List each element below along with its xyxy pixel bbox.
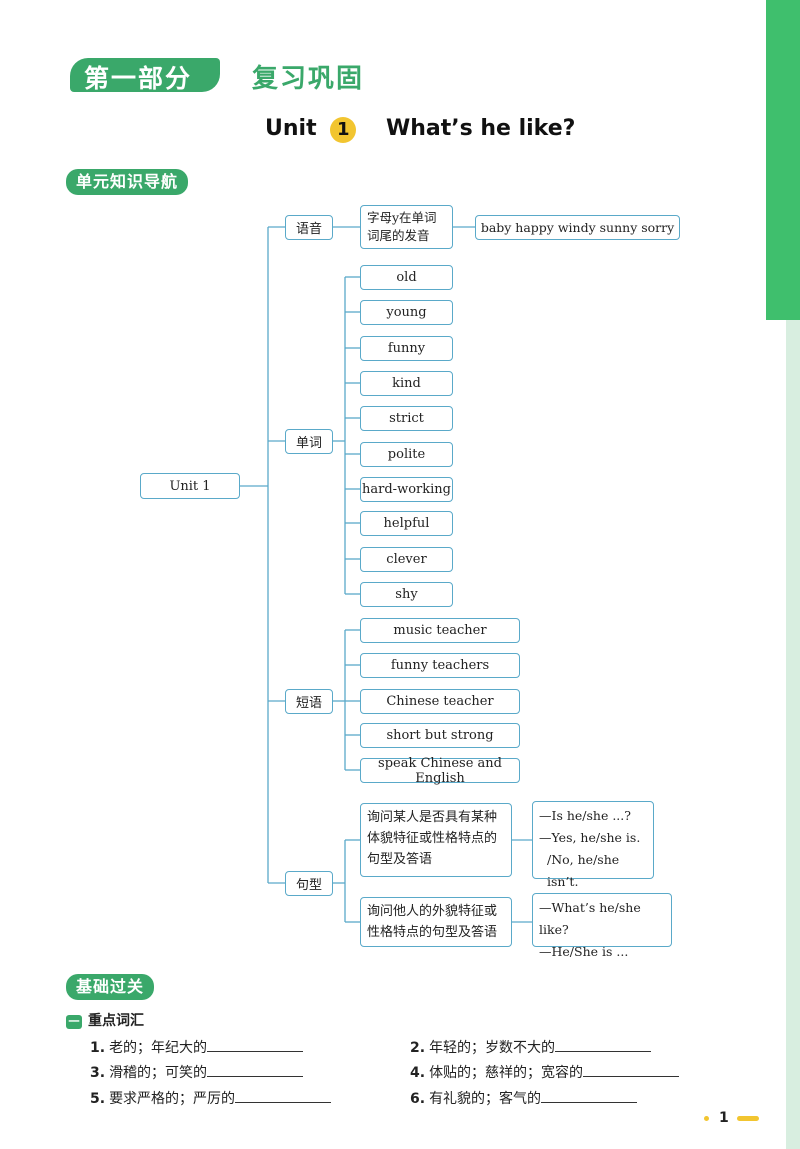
sentence-example-1: —Is he/she ...? —Yes, he/she is. /No, he…	[532, 801, 654, 889]
node-sentences: 句型	[285, 871, 333, 896]
example-line: —Is he/she ...?	[539, 808, 631, 823]
word-item: young	[360, 300, 453, 325]
vocab-question: 1.老的；年纪大的	[90, 1037, 304, 1057]
vocab-question: 3.滑稽的；可笑的	[90, 1062, 304, 1082]
example-line: —What’s he/she like?	[539, 900, 641, 937]
phrase-text: speak Chinese and English	[378, 755, 502, 786]
mindmap-connectors	[240, 226, 532, 923]
example-line: —He/She is ...	[539, 944, 629, 959]
phrase-item: short but strong	[360, 723, 520, 748]
phonics-rule: 字母y在单词词尾的发音	[360, 205, 453, 249]
unit-title: What’s he like?	[385, 116, 576, 141]
node-phonics: 语音	[285, 215, 333, 240]
word-item: kind	[360, 371, 453, 396]
word-item: strict	[360, 406, 453, 431]
vocab-question: 4.体贴的；慈祥的；宽容的	[410, 1062, 680, 1082]
page-bar-icon	[736, 1115, 759, 1121]
node-words: 单词	[285, 429, 333, 454]
phonics-example-words: baby happy windy sunny sorry	[480, 220, 675, 235]
sentence-pattern-2: 询问他人的外貌特征或性格特点的句型及答语	[360, 897, 512, 947]
exercise-section-tag: 基础过关	[66, 974, 155, 1000]
page-number: 1	[704, 1110, 759, 1126]
question-number: 3.	[90, 1065, 106, 1081]
sentence-pattern-1: 询问某人是否具有某种体貌特征或性格特点的句型及答语	[360, 803, 512, 877]
word-text: funny	[387, 341, 426, 356]
word-text: polite	[387, 447, 426, 462]
question-text: 有礼貌的；客气的	[429, 1091, 542, 1107]
word-text: clever	[386, 552, 427, 567]
word-item: old	[360, 265, 453, 290]
sentences-label: 句型	[295, 878, 322, 893]
question-text: 年轻的；岁数不大的	[429, 1040, 556, 1056]
node-phrases: 短语	[285, 689, 333, 714]
word-item: hard-working	[360, 477, 453, 502]
word-text: hard-working	[362, 482, 451, 497]
phrase-item: Chinese teacher	[360, 689, 520, 714]
phonics-label: 语音	[295, 222, 322, 237]
word-item: clever	[360, 547, 453, 572]
vocab-question: 5.要求严格的；严厉的	[90, 1088, 332, 1108]
section-nav-tag: 单元知识导航	[66, 169, 189, 195]
word-item: polite	[360, 442, 453, 467]
word-item: funny	[360, 336, 453, 361]
vocab-question: 6.有礼貌的；客气的	[410, 1088, 638, 1108]
part-label: 第一部分	[84, 64, 193, 93]
page-dot-icon	[704, 1115, 709, 1121]
word-item: helpful	[360, 511, 453, 536]
answer-blank[interactable]	[235, 1090, 332, 1103]
answer-blank[interactable]	[207, 1039, 304, 1052]
page-edge-tab	[766, 0, 800, 320]
word-text: old	[396, 270, 417, 285]
phrase-item: music teacher	[360, 618, 520, 643]
word-text: kind	[392, 376, 421, 391]
question-text: 老的；年纪大的	[109, 1040, 208, 1056]
phrase-item: speak Chinese and English	[360, 755, 520, 786]
question-number: 2.	[410, 1040, 426, 1056]
word-text: young	[386, 305, 427, 320]
sentence-example-2: —What’s he/she like? —He/She is ...	[532, 893, 672, 959]
answer-blank[interactable]	[555, 1039, 652, 1052]
phrase-item: funny teachers	[360, 653, 520, 678]
question-number: 6.	[410, 1091, 426, 1107]
sub-number-mark: 一	[66, 1015, 82, 1029]
part-title: 复习巩固	[252, 64, 365, 94]
unit-number-badge: 1	[330, 117, 357, 143]
mindmap-root: Unit 1	[140, 473, 240, 499]
phrase-text: Chinese teacher	[386, 694, 494, 709]
phrase-text: music teacher	[393, 623, 487, 638]
part-banner: 第一部分	[70, 58, 220, 93]
question-text: 滑稽的；可笑的	[109, 1065, 208, 1081]
words-label: 单词	[295, 436, 322, 451]
word-item: shy	[360, 582, 453, 607]
word-text: shy	[395, 587, 418, 602]
word-text: strict	[389, 411, 424, 426]
question-text: 要求严格的；严厉的	[109, 1091, 236, 1107]
answer-blank[interactable]	[583, 1064, 680, 1077]
question-number: 5.	[90, 1091, 106, 1107]
word-text: helpful	[383, 516, 430, 531]
root-label: Unit 1	[169, 478, 211, 494]
sub-title: 重点词汇	[88, 1013, 144, 1029]
exercise-subheading: 一重点词汇	[66, 1010, 144, 1030]
phrase-text: short but strong	[386, 728, 494, 743]
question-text: 体贴的；慈祥的；宽容的	[429, 1065, 584, 1081]
page-edge-shadow	[786, 320, 800, 1149]
page-number-text: 1	[719, 1110, 729, 1126]
phrase-text: funny teachers	[390, 658, 490, 673]
question-number: 1.	[90, 1040, 106, 1056]
unit-heading: Unit 1 What’s he like?	[265, 116, 575, 143]
answer-blank[interactable]	[207, 1064, 304, 1077]
phrases-label: 短语	[295, 696, 322, 711]
example-line: —Yes, he/she is.	[539, 830, 641, 845]
vocab-question: 2.年轻的；岁数不大的	[410, 1037, 652, 1057]
phonics-examples: baby happy windy sunny sorry	[475, 215, 680, 240]
answer-blank[interactable]	[541, 1090, 638, 1103]
question-number: 4.	[410, 1065, 426, 1081]
example-line: /No, he/she isn’t.	[547, 852, 620, 889]
unit-prefix: Unit	[265, 116, 317, 141]
